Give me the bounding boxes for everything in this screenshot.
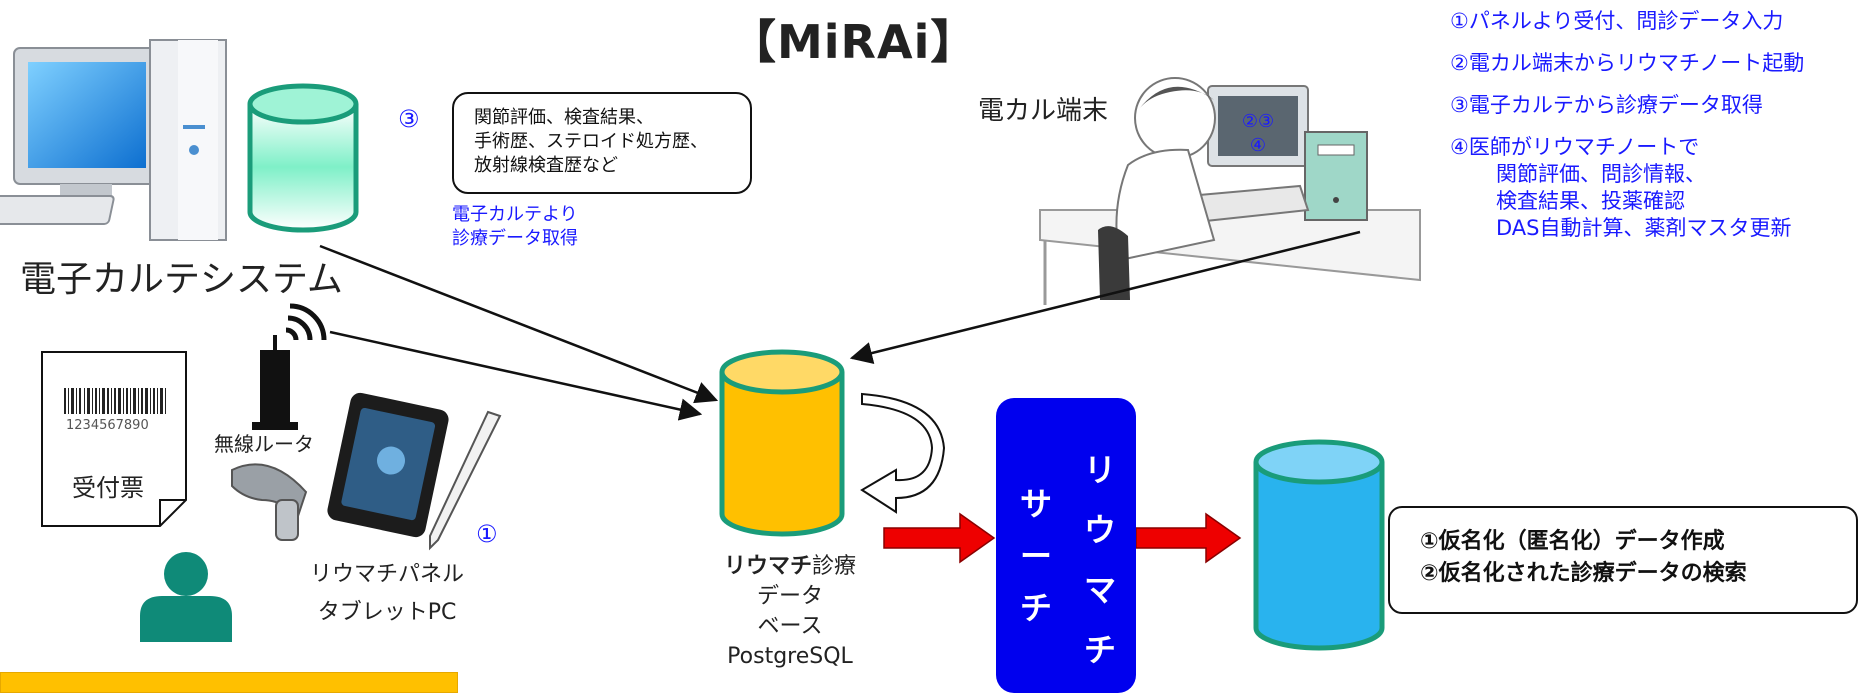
step-4-line: DAS自動計算、薬剤マスタ更新 [1496, 216, 1792, 240]
step-1-marker: ① [476, 520, 498, 548]
search-char: マ [1083, 571, 1116, 609]
db-label-line: PostgreSQL [727, 644, 853, 669]
step-2: ②電カル端末からリウマチノート起動 [1450, 51, 1805, 75]
search-char: ウ [1083, 511, 1116, 549]
step-1: ①パネルより受付、問診データ入力 [1450, 9, 1784, 33]
callout-line: 手術歴、ステロイド処方歴、 [474, 131, 708, 152]
page-title: 【MiRAi】 [730, 15, 978, 69]
barcode-number: 1234567890 [66, 418, 149, 433]
computer-icon [0, 39, 227, 241]
person-icon [140, 552, 232, 642]
step-4-head: ④医師がリウマチノートで [1450, 135, 1700, 159]
tablet-label: リウマチパネル タブレットPC [310, 556, 464, 632]
search-char: チ [1019, 589, 1052, 627]
db-label-line: データ [756, 584, 823, 609]
search-char: サ [1019, 485, 1052, 523]
search-char: リ [1083, 451, 1116, 489]
search-label-right-column: リ ウ マ チ [1080, 440, 1120, 680]
callout-line: 関節評価、検査結果、 [474, 107, 654, 128]
tablet-icon [327, 392, 449, 538]
step-3: ③電子カルテから診療データ取得 [1450, 93, 1763, 117]
db-label-bold: リウマチ [723, 554, 812, 579]
router-label: 無線ルータ [214, 432, 314, 456]
wireless-router-icon [252, 303, 327, 430]
result-line: ①仮名化（匿名化）データ作成 [1420, 529, 1725, 554]
search-char: チ [1083, 631, 1116, 669]
ehr-data-callout: 関節評価、検査結果、 手術歴、ステロイド処方歴、 放射線検査歴など [452, 92, 752, 194]
search-label-left-column: サ ー チ [1016, 478, 1056, 634]
step-3-marker: ③ [398, 105, 420, 133]
screen-line: ④ [1249, 135, 1267, 156]
arrow-router-to-db [329, 330, 703, 421]
arrow-db-to-search [883, 512, 996, 564]
ehr-fetch-note: 電子カルテより 診療データ取得 [452, 203, 578, 251]
result-line: ②仮名化された診療データの検索 [1420, 561, 1747, 586]
fetch-line: 電子カルテより [452, 204, 578, 225]
terminal-screen-steps: ②③ ④ [1226, 110, 1290, 158]
tablet-label-line: タブレットPC [317, 600, 457, 625]
step-4: ④医師がリウマチノートで 関節評価、問診情報、 検査結果、投薬確認 DAS自動計… [1450, 134, 1792, 242]
pseudonymized-database-icon [1253, 439, 1385, 651]
arrow-ehr-to-db [319, 244, 719, 404]
tablet-label-line: リウマチパネル [310, 562, 465, 587]
ehr-system-label: 電子カルテシステム [20, 259, 343, 300]
rheumatology-database-icon [719, 349, 845, 537]
step-4-line: 検査結果、投薬確認 [1496, 189, 1685, 213]
search-results-box: ①仮名化（匿名化）データ作成 ②仮名化された診療データの検索 [1388, 506, 1858, 614]
arrow-terminal-to-db [849, 230, 1361, 365]
bottom-banner [0, 672, 458, 693]
callout-line: 放射線検査歴など [474, 155, 618, 176]
rheumatology-search-box [996, 398, 1136, 693]
self-loop-arrow-icon [860, 392, 946, 514]
ehr-database-icon [247, 83, 359, 233]
fetch-line: 診療データ取得 [452, 228, 578, 249]
terminal-label: 電カル端末 [978, 96, 1109, 126]
stylus-icon [429, 410, 502, 551]
db-label-line: ベース [757, 614, 823, 639]
arrow-search-to-cyan-db [1135, 512, 1242, 564]
barcode-scanner-icon [231, 463, 308, 541]
step-4-line: 関節評価、問診情報、 [1496, 162, 1706, 186]
doctor-terminal-illustration [1039, 77, 1421, 305]
screen-line: ②③ [1241, 111, 1275, 132]
search-char: ー [1019, 537, 1052, 575]
db-label-rest: 診療 [812, 554, 857, 579]
ticket-label: 受付票 [72, 474, 144, 502]
barcode-icon [62, 386, 168, 416]
step-list: ①パネルより受付、問診データ入力 ②電カル端末からリウマチノート起動 ③電子カル… [1450, 0, 1804, 126]
database-label: リウマチ診療 データ ベース PostgreSQL [690, 552, 890, 672]
